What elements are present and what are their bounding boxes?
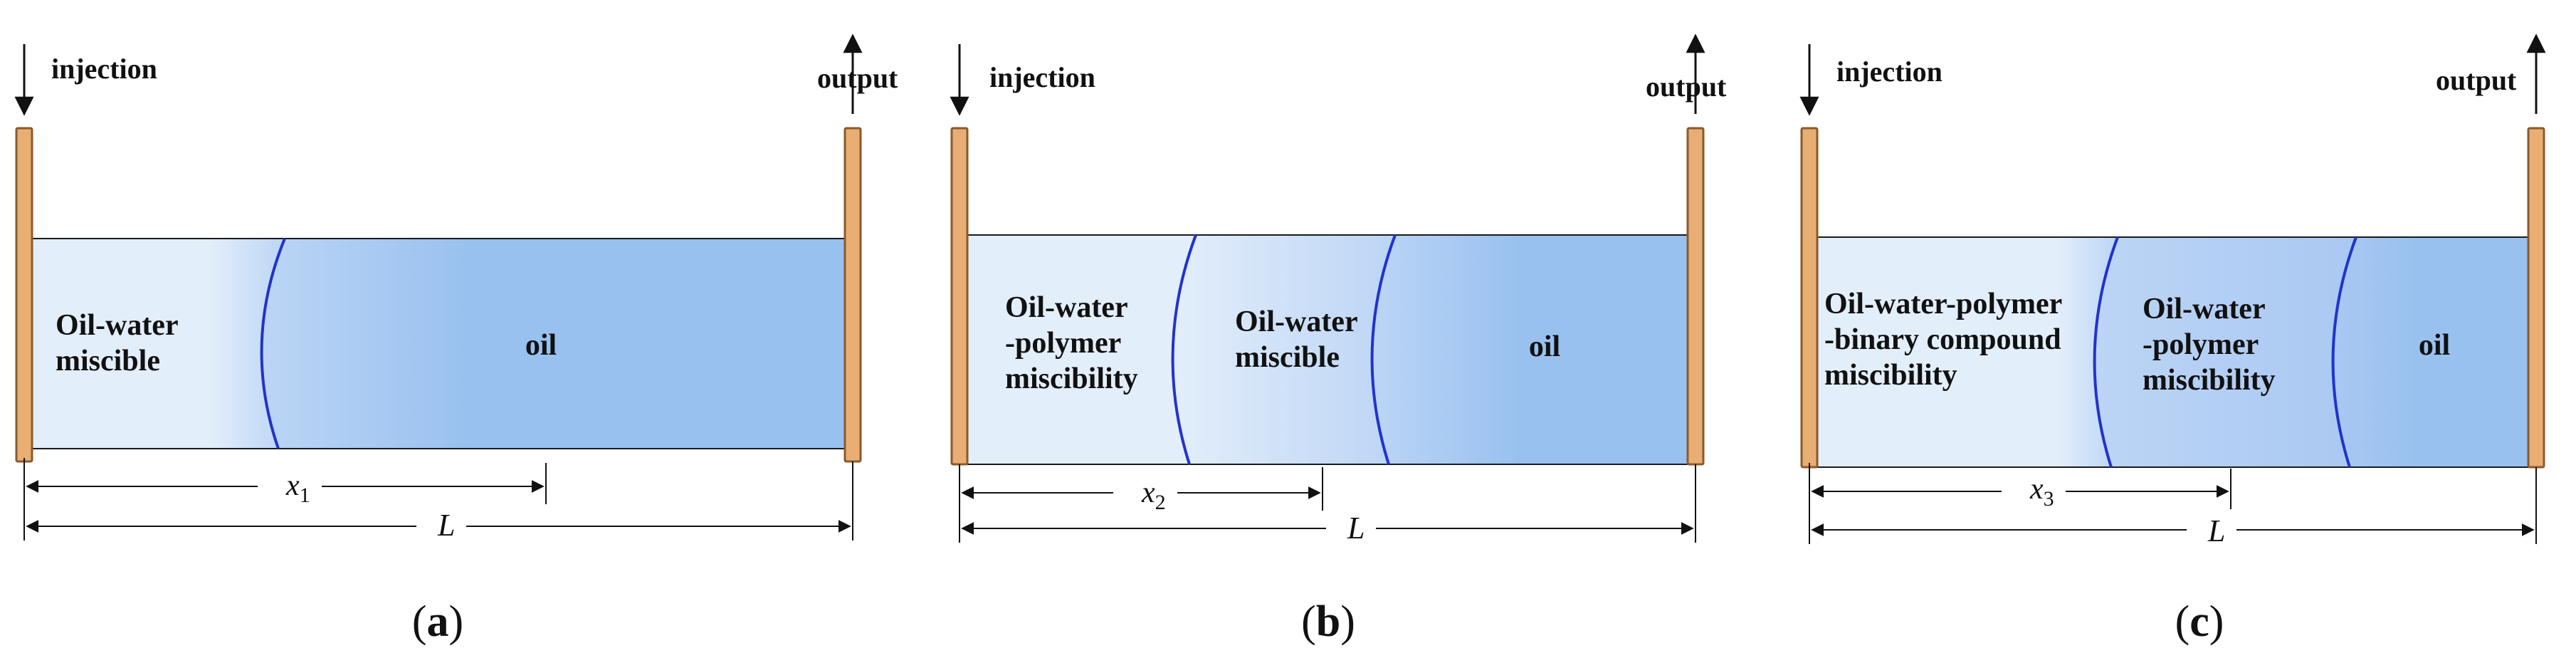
injection-well <box>15 127 33 463</box>
zone-1-fill <box>967 235 1196 464</box>
panel-caption: (c) <box>2175 597 2224 646</box>
front-distance-label: x3 <box>2029 473 2054 511</box>
displacement-front-2 <box>2331 236 2357 468</box>
injection-well <box>1800 127 1819 469</box>
injection-label: injection <box>51 53 157 85</box>
displacement-front-1 <box>1171 234 1197 465</box>
zone-2-fill <box>261 239 853 449</box>
injection-label: injection <box>989 61 1095 93</box>
zone-label-3: oil <box>1529 330 1560 363</box>
length-label: L <box>1347 511 1365 545</box>
displacement-front-2 <box>1370 234 1397 465</box>
zone-1-fill <box>31 239 285 449</box>
zone-3-fill <box>2333 237 2536 467</box>
zone-3-fill <box>1372 235 1696 464</box>
front-distance-label: x2 <box>1141 476 1166 514</box>
output-well <box>2527 127 2545 469</box>
injection-label: injection <box>1836 56 1942 88</box>
front-distance-label: x1 <box>285 469 310 507</box>
zone-2-fill <box>2094 237 2356 467</box>
zone-2-fill <box>1172 235 1395 464</box>
panel-c: injection outputOil-water-polymer-binary … <box>1799 33 2546 646</box>
output-well <box>843 127 862 463</box>
zone-label-3: oil <box>2419 329 2450 362</box>
displacement-front-1 <box>2093 236 2119 468</box>
output-label: output <box>2436 64 2517 96</box>
length-label: L <box>2207 513 2225 548</box>
zone-1-fill <box>1817 237 2118 467</box>
zone-label-2: oil <box>525 329 557 362</box>
output-well <box>1686 127 1705 466</box>
output-label: output <box>1646 71 1727 103</box>
injection-well <box>950 127 969 466</box>
panel-caption: (a) <box>412 597 463 646</box>
panel-caption: (b) <box>1301 597 1355 646</box>
output-label: output <box>817 62 898 94</box>
displacement-front-1 <box>260 238 286 449</box>
length-label: L <box>437 508 455 543</box>
